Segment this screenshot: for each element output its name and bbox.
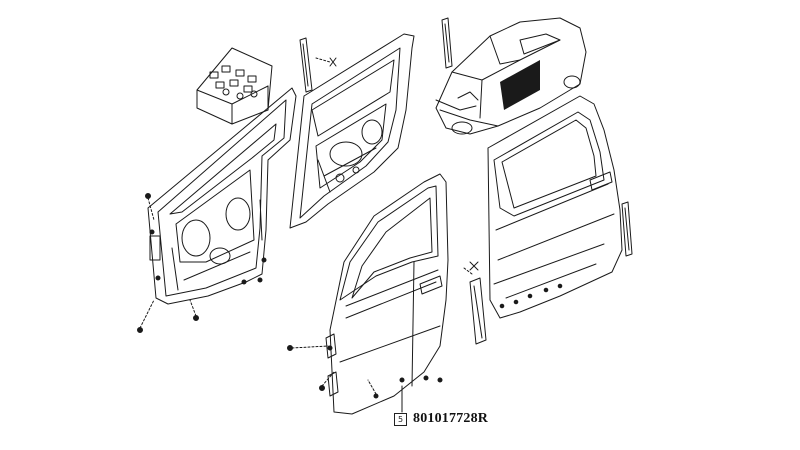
rear-door-inner-shell (289, 33, 415, 229)
front-door-fasteners (137, 193, 267, 333)
rear-window-trim-strip (441, 17, 453, 69)
rear-door-trim-strip (621, 201, 633, 257)
front-door-inner-shell (147, 87, 297, 305)
callout-reference-box: 5 (394, 412, 407, 426)
parts-box-icon (196, 47, 273, 125)
front-door-outer-fasteners (287, 345, 443, 399)
front-window-trim-strip (299, 37, 337, 93)
rear-door-outer-bolts (499, 283, 563, 309)
front-door-leader-lines (139, 197, 197, 329)
vehicle-illustration (435, 17, 587, 135)
part-number-text[interactable]: 801017728R (413, 411, 489, 426)
front-door-hinges (325, 333, 339, 397)
part-number-callout: 5 801017728R (394, 411, 488, 427)
door-weatherstrip (463, 261, 487, 345)
front-door-outer-panel (329, 173, 449, 415)
rear-door-outer-panel (487, 95, 623, 319)
